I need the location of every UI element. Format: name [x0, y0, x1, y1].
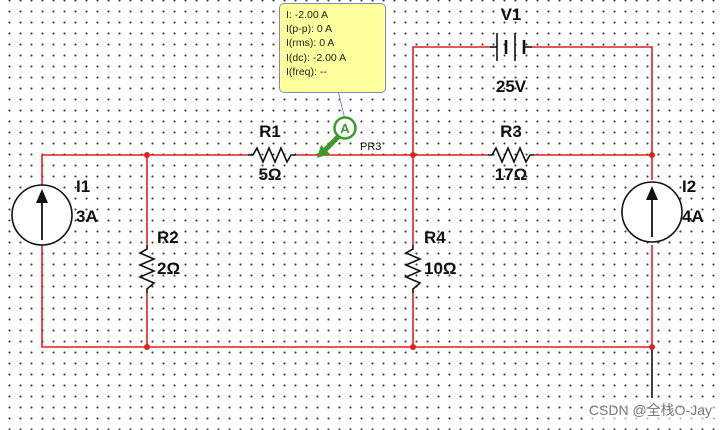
readout-frequency: I(freq): -- [286, 65, 327, 78]
probe-readout-tooltip: I: -2.00 A I(p-p): 0 A I(rms): 0 A I(dc)… [279, 3, 386, 93]
probe-label: PR3 [360, 141, 381, 153]
wires [41, 46, 653, 348]
r1-name: R1 [259, 122, 281, 141]
v1-name: V1 [501, 5, 522, 24]
ammeter-icon [333, 116, 357, 140]
junction-dot [410, 152, 416, 158]
r4-value: 10Ω [424, 259, 457, 278]
current-source-i2[interactable] [621, 181, 683, 243]
i2-name: I2 [682, 177, 696, 196]
r2-value: 2Ω [157, 259, 180, 278]
r3-value: 17Ω [495, 165, 528, 184]
battery-v1[interactable] [490, 33, 532, 61]
resistor-r2[interactable] [137, 245, 157, 293]
wire-v1-right [532, 46, 653, 155]
arrow-up-icon [646, 186, 658, 200]
readout-current: I: -2.00 A [286, 9, 329, 21]
r3-name: R3 [500, 122, 522, 141]
junction-dot [144, 152, 150, 158]
resistor-r4[interactable] [403, 245, 423, 293]
i1-value: 3A [76, 207, 98, 226]
readout-rms: I(rms): 0 A [286, 37, 335, 50]
v1-value: 25V [496, 77, 527, 96]
junction-dot [649, 344, 655, 350]
junctions [144, 152, 655, 350]
junction-dot [649, 152, 655, 158]
ammeter-probe-pr3[interactable]: A PR3 [317, 77, 381, 158]
probe-glyph: A [340, 121, 350, 136]
watermark: CSDN @全栈O-Jay [586, 400, 714, 420]
i2-value: 4A [682, 207, 704, 226]
i1-name: I1 [76, 177, 90, 196]
arrow-up-icon [36, 189, 48, 203]
junction-dot [410, 344, 416, 350]
wire-v1-left [412, 46, 490, 155]
r4-name: R4 [424, 228, 446, 247]
readout-dc: I(dc): -2.00 A [286, 51, 347, 64]
readout-peak-to-peak: I(p-p): 0 A [286, 23, 333, 36]
probe-arrow-icon [317, 145, 330, 158]
r2-name: R2 [157, 228, 179, 247]
resistor-r3[interactable] [488, 145, 534, 165]
resistor-r1[interactable] [248, 145, 296, 165]
junction-dot [144, 344, 150, 350]
current-source-i1[interactable] [11, 184, 73, 246]
r1-value: 5Ω [258, 165, 281, 184]
wire-bottom [41, 245, 652, 348]
component-labels: R1 5Ω R3 17Ω R2 2Ω R4 10Ω I1 3A I2 4A V1… [76, 5, 704, 278]
